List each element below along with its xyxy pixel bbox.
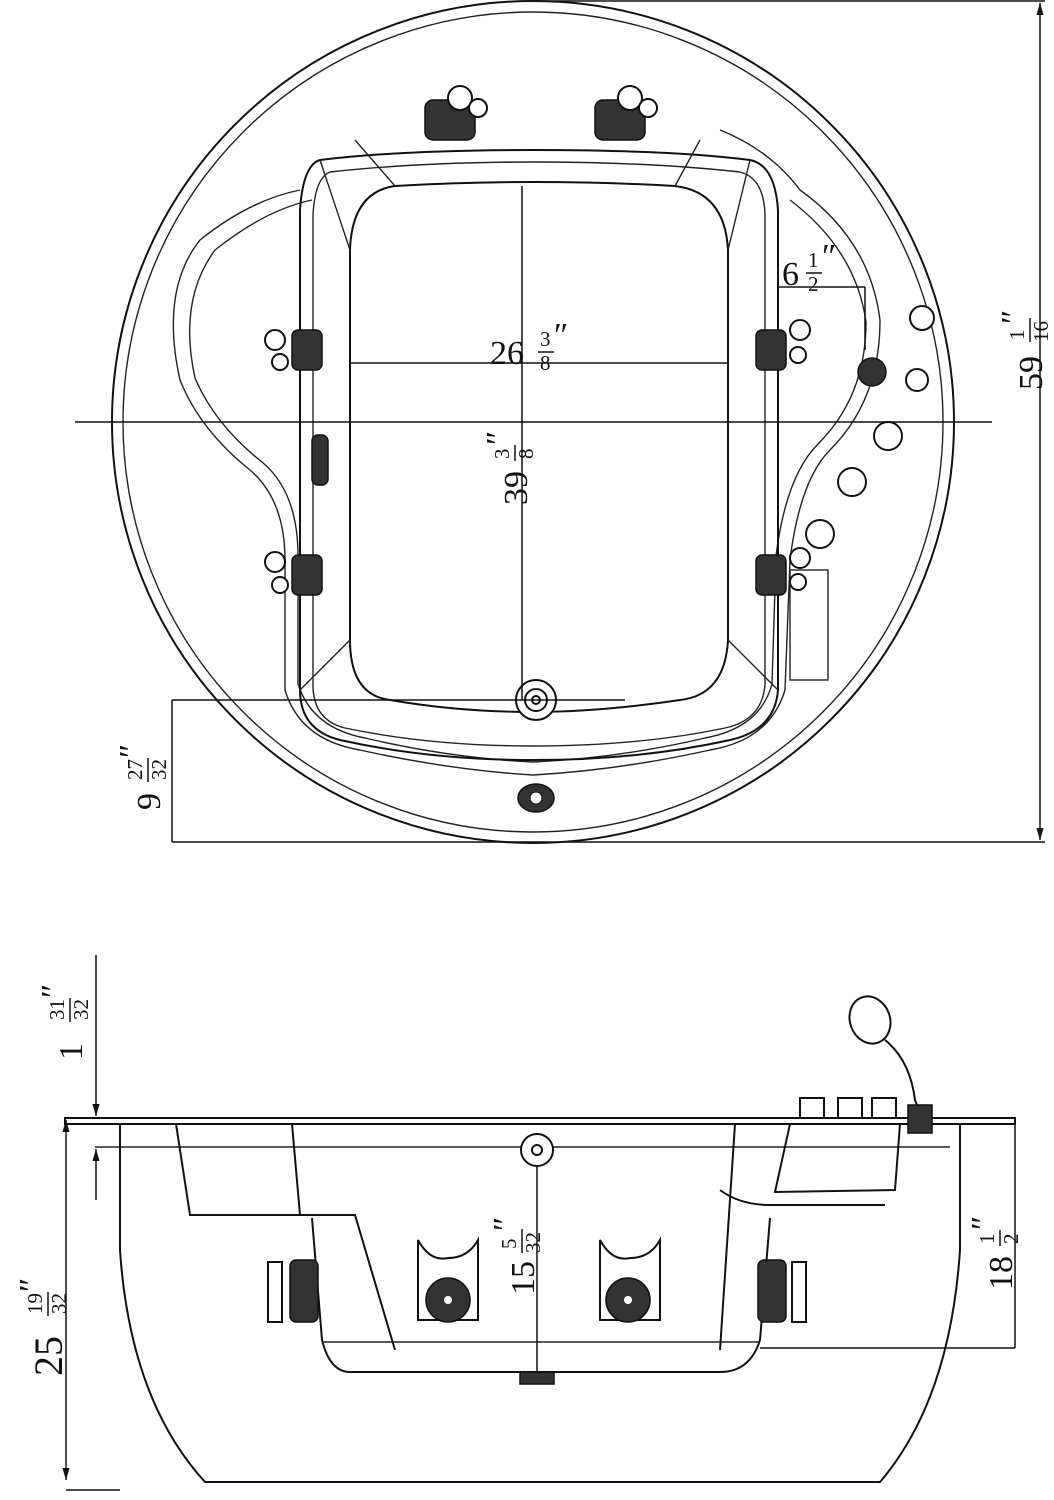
basin <box>349 181 729 714</box>
tub-shell <box>299 148 779 762</box>
inner-basin <box>175 1123 901 1351</box>
svg-text:6: 6 <box>782 256 799 293</box>
label-overall-diameter: 59 1 16 ″ <box>995 310 1053 390</box>
jet-icon <box>264 551 323 596</box>
svg-text:″: ″ <box>822 238 836 275</box>
pillow-icon <box>311 434 329 486</box>
label-basin-width: 26 3 8 ″ <box>490 317 568 375</box>
svg-text:27: 27 <box>123 759 147 780</box>
top-view: 59 1 16 ″ 39 3 8 ″ 26 3 8 ″ 6 1 2 ″ <box>75 0 1053 844</box>
svg-text:31: 31 <box>45 999 69 1020</box>
side-view: 1 31 32 ″ 25 19 32 ″ 15 5 32 ″ 18 1 2 ″ <box>13 955 1023 1491</box>
jet-icon <box>755 319 811 371</box>
control-knob-icon <box>873 421 903 451</box>
svg-text:59: 59 <box>1013 356 1050 390</box>
svg-text:2: 2 <box>999 1234 1023 1245</box>
svg-text:32: 32 <box>147 759 171 780</box>
overflow-icon <box>517 783 555 813</box>
svg-text:″: ″ <box>35 984 72 998</box>
svg-text:3: 3 <box>540 327 551 351</box>
svg-text:32: 32 <box>521 1232 545 1253</box>
overflow-icon <box>520 1133 554 1167</box>
svg-text:″: ″ <box>965 1216 1002 1230</box>
control-knob-icon <box>909 305 935 331</box>
svg-text:1: 1 <box>1005 330 1029 341</box>
svg-text:1: 1 <box>53 1043 90 1060</box>
svg-text:″: ″ <box>487 1217 524 1231</box>
tub-body <box>119 1124 961 1483</box>
svg-text:15: 15 <box>505 1261 542 1295</box>
svg-text:26: 26 <box>490 335 524 372</box>
svg-text:8: 8 <box>540 351 551 375</box>
svg-text:″: ″ <box>995 310 1032 324</box>
label-overall-height: 25 19 32 ″ <box>13 1278 71 1376</box>
svg-text:3: 3 <box>490 449 514 460</box>
svg-text:39: 39 <box>498 471 535 505</box>
jet-icon <box>264 329 323 371</box>
panel <box>789 569 829 681</box>
svg-text:″: ″ <box>554 317 568 354</box>
svg-text:″: ″ <box>113 744 150 758</box>
label-deck-width: 6 1 2 ″ <box>782 238 836 296</box>
jet-icon <box>267 1259 319 1323</box>
label-interior-depth: 18 1 2 ″ <box>965 1216 1023 1290</box>
svg-text:32: 32 <box>69 999 93 1020</box>
svg-text:″: ″ <box>480 431 517 445</box>
jet-icon <box>417 1236 479 1323</box>
jet-icon <box>599 1236 661 1323</box>
svg-text:″: ″ <box>13 1278 50 1292</box>
svg-text:16: 16 <box>1029 321 1053 342</box>
control-icon <box>857 357 887 387</box>
faucet-controls-icon <box>799 1097 897 1119</box>
label-water-depth: 15 5 32 ″ <box>487 1217 545 1295</box>
label-rim-thickness: 1 31 32 ″ <box>35 984 93 1060</box>
jet-icon <box>594 85 658 141</box>
svg-text:1: 1 <box>808 248 819 272</box>
hand-shower-icon <box>848 995 933 1134</box>
svg-text:18: 18 <box>983 1256 1020 1290</box>
control-knob-icon <box>837 467 867 497</box>
control-knob-icon <box>805 519 835 549</box>
jet-icon <box>757 1259 807 1323</box>
svg-text:9: 9 <box>131 793 168 810</box>
svg-text:32: 32 <box>47 1293 71 1314</box>
label-basin-length: 39 3 8 ″ <box>480 431 538 505</box>
svg-text:5: 5 <box>497 1239 521 1250</box>
svg-text:25: 25 <box>26 1336 71 1376</box>
svg-text:2: 2 <box>808 272 819 296</box>
label-drain-offset: 9 27 32 ″ <box>113 744 171 810</box>
svg-text:1: 1 <box>975 1234 999 1245</box>
svg-text:8: 8 <box>514 449 538 460</box>
drain-icon <box>519 1371 555 1385</box>
svg-text:19: 19 <box>23 1293 47 1314</box>
jet-icon <box>755 547 811 596</box>
jet-icon <box>424 85 488 141</box>
seat-contour <box>172 129 881 776</box>
control-knob-icon <box>905 368 929 392</box>
